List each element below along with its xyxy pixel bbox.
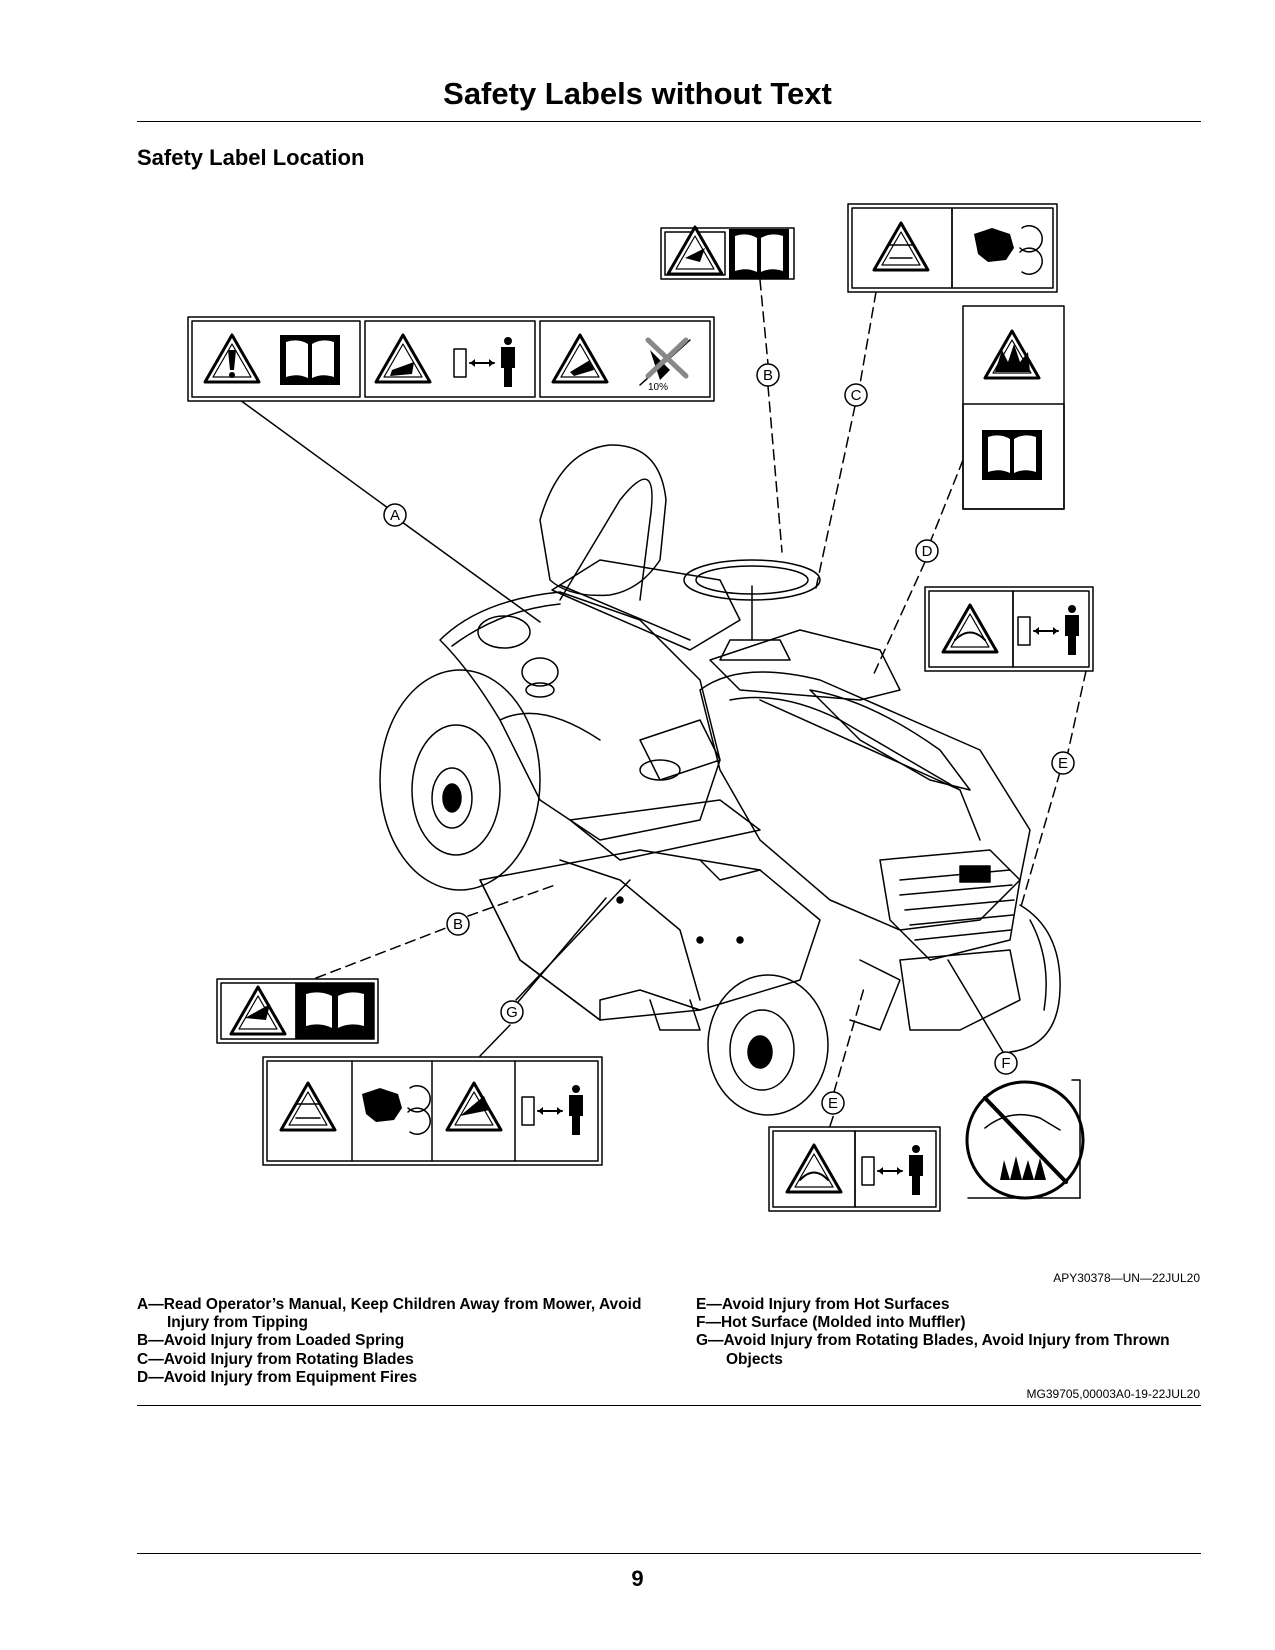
svg-text:B: B bbox=[453, 916, 463, 933]
legend-left: A—Read Operator’s Manual, Keep Children … bbox=[137, 1296, 657, 1387]
leader-lines bbox=[239, 279, 1087, 1127]
legend-item: F—Hot Surface (Molded into Muffler) bbox=[696, 1314, 966, 1332]
page-title: Safety Labels without Text bbox=[443, 76, 832, 111]
safety-label-d bbox=[962, 305, 1065, 510]
safety-label-b-top bbox=[660, 225, 795, 280]
legend-item: C—Avoid Injury from Rotating Blades bbox=[137, 1350, 414, 1368]
callout-f: F bbox=[994, 1051, 1018, 1075]
svg-text:D: D bbox=[922, 543, 933, 560]
svg-text:E: E bbox=[1058, 755, 1068, 772]
legend-item: A—Read Operator’s Manual, Keep Children … bbox=[137, 1296, 642, 1332]
safety-label-f bbox=[965, 1079, 1085, 1200]
legend-item: B—Avoid Injury from Loaded Spring bbox=[137, 1332, 405, 1350]
lawn-tractor-illustration bbox=[379, 444, 1061, 1116]
callout-c: C bbox=[844, 383, 868, 407]
callout-e-bottom: E bbox=[821, 1091, 845, 1115]
title-rule bbox=[137, 121, 1201, 122]
legend-item: G—Avoid Injury from Rotating Blades, Avo… bbox=[696, 1332, 1170, 1368]
footer-rule bbox=[137, 1553, 1201, 1554]
svg-text:A: A bbox=[390, 507, 400, 524]
figure-id: APY30378—UN—22JUL20 bbox=[1053, 1271, 1200, 1285]
callout-e-right: E bbox=[1051, 751, 1075, 775]
svg-text:G: G bbox=[506, 1004, 518, 1021]
safety-label-a: 10% bbox=[187, 316, 715, 402]
legend-item: D—Avoid Injury from Equipment Fires bbox=[137, 1368, 418, 1386]
svg-text:B: B bbox=[763, 367, 773, 384]
slope-label: 10% bbox=[648, 382, 668, 393]
safety-label-g bbox=[262, 1056, 603, 1166]
svg-text:F: F bbox=[1001, 1055, 1010, 1072]
legend-item: E—Avoid Injury from Hot Surfaces bbox=[696, 1296, 950, 1313]
callout-d: D bbox=[915, 539, 939, 563]
callout-g: G bbox=[500, 1000, 524, 1024]
page-number: 9 bbox=[631, 1566, 644, 1591]
safety-label-c bbox=[847, 203, 1058, 293]
svg-text:E: E bbox=[828, 1095, 838, 1112]
safety-label-b-bottom bbox=[216, 978, 379, 1044]
callout-b-bottom: B bbox=[446, 912, 470, 936]
safety-label-e-right bbox=[924, 586, 1094, 672]
safety-label-e-bottom bbox=[768, 1126, 941, 1212]
document-id: MG39705,00003A0-19-22JUL20 bbox=[1026, 1387, 1200, 1401]
svg-text:C: C bbox=[851, 387, 862, 404]
callout-a: A bbox=[383, 503, 407, 527]
callout-b-top: B bbox=[756, 363, 780, 387]
section-heading: Safety Label Location bbox=[137, 145, 365, 170]
legend-right: E—Avoid Injury from Hot Surfaces F—Hot S… bbox=[696, 1296, 1216, 1369]
section-end-rule bbox=[137, 1405, 1201, 1406]
